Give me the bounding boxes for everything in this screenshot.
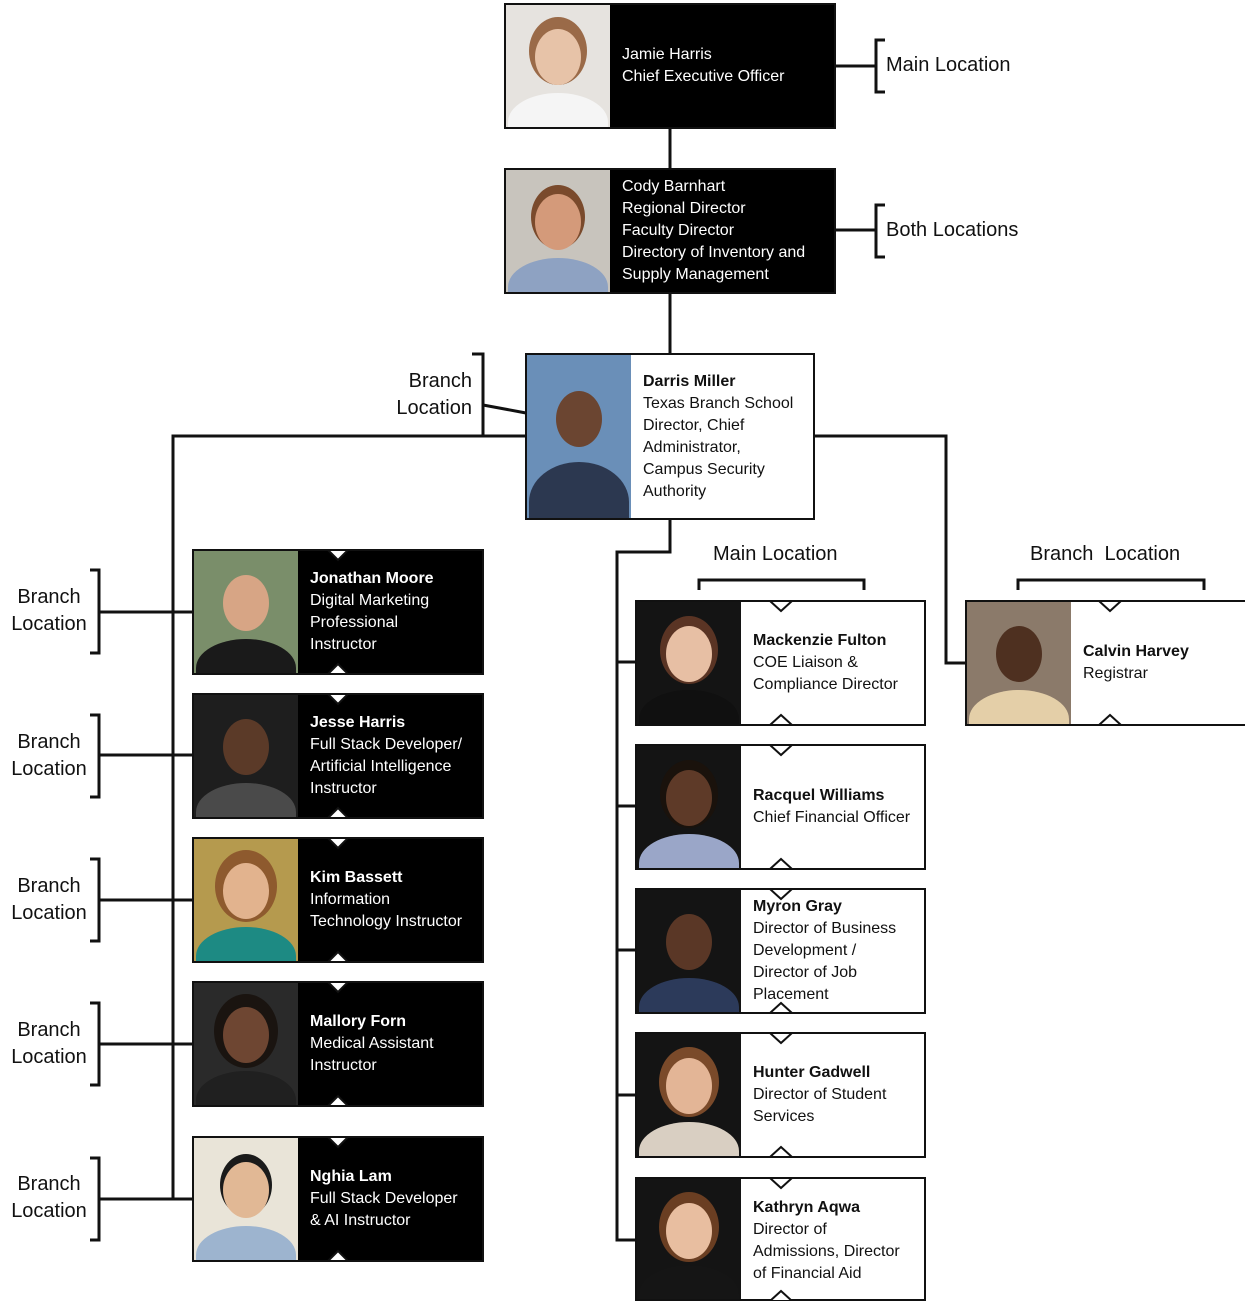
person-name: Kathryn Aqwa	[753, 1199, 860, 1216]
photo-mackenzie-fulton	[637, 602, 741, 724]
card-nghia-lam: Nghia Lam Full Stack Developer & AI Inst…	[192, 1136, 484, 1262]
location-tag-branch-darris: Branch Location	[396, 370, 472, 419]
card-cody-barnhart: Cody Barnhart Regional Director Faculty …	[504, 168, 836, 294]
person-name: Hunter Gadwell	[753, 1064, 871, 1081]
person-name: Mallory Forn	[310, 1013, 407, 1030]
card-racquel-williams: Racquel Williams Chief Financial Officer	[635, 744, 926, 870]
photo-cody-barnhart	[506, 170, 610, 292]
person-name: Nghia Lam	[310, 1168, 392, 1185]
card-jamie-harris: Jamie Harris Chief Executive Officer	[504, 3, 836, 129]
person-name: Kim Bassett	[310, 869, 403, 886]
photo-myron-gray	[637, 890, 741, 1012]
person-name: Jesse Harris	[310, 714, 406, 731]
photo-jesse-harris	[194, 695, 298, 817]
photo-jamie-harris	[506, 5, 610, 127]
location-tag-branch-mallory: Branch Location	[11, 1019, 87, 1068]
person-name: Jonathan Moore	[310, 570, 434, 587]
photo-calvin-harvey	[967, 602, 1071, 724]
photo-mallory-forn	[194, 983, 298, 1105]
person-name: Darris Miller	[643, 372, 736, 390]
person-name: Calvin Harvey	[1083, 643, 1189, 660]
person-title: Digital Marketing Professional Instructo…	[310, 592, 430, 653]
person-title: Full Stack Developer/ Artificial Intelli…	[310, 736, 463, 797]
person-title: Chief Financial Officer	[753, 809, 911, 826]
photo-jonathan-moore	[194, 551, 298, 673]
person-title: Director of Admissions, Director of Fina…	[753, 1221, 900, 1282]
person-title: COE Liaison & Compliance Director	[753, 654, 898, 693]
person-name: Myron Gray	[753, 898, 842, 915]
person-title: Registrar	[1083, 665, 1148, 682]
card-hunter-gadwell: Hunter Gadwell Director of Student Servi…	[635, 1032, 926, 1158]
photo-kathryn-aqwa	[637, 1179, 741, 1299]
location-tag-both: Both Locations	[886, 219, 1019, 241]
card-kim-bassett: Kim Bassett Information Technology Instr…	[192, 837, 484, 963]
person-title: Medical Assistant Instructor	[310, 1035, 434, 1074]
photo-hunter-gadwell	[637, 1034, 741, 1156]
card-darris-miller: Darris Miller Texas Branch School Direct…	[525, 353, 815, 520]
person-title: Director of Business Development / Direc…	[753, 920, 897, 1003]
person-title: Full Stack Developer & AI Instructor	[310, 1190, 458, 1229]
person-title: Regional Director Faculty Director Direc…	[622, 200, 806, 283]
card-myron-gray: Myron Gray Director of Business Developm…	[635, 888, 926, 1014]
location-tag-branch-nghia: Branch Location	[11, 1173, 87, 1222]
photo-nghia-lam	[194, 1138, 298, 1260]
location-tag-branch-kim: Branch Location	[11, 875, 87, 924]
card-calvin-harvey: Calvin Harvey Registrar	[965, 600, 1245, 726]
location-tag-main: Main Location	[886, 54, 1011, 76]
photo-kim-bassett	[194, 839, 298, 961]
person-title: Information Technology Instructor	[310, 891, 463, 930]
person-name: Cody Barnhart	[622, 178, 726, 195]
person-title: Chief Executive Officer	[622, 68, 785, 85]
card-mallory-forn: Mallory Forn Medical Assistant Instructo…	[192, 981, 484, 1107]
person-title: Director of Student Services	[753, 1086, 887, 1125]
group-tag-main-location: Main Location	[713, 543, 838, 565]
card-jesse-harris: Jesse Harris Full Stack Developer/ Artif…	[192, 693, 484, 819]
card-kathryn-aqwa: Kathryn Aqwa Director of Admissions, Dir…	[635, 1177, 926, 1301]
photo-racquel-williams	[637, 746, 741, 868]
person-name: Mackenzie Fulton	[753, 632, 887, 649]
card-jonathan-moore: Jonathan Moore Digital Marketing Profess…	[192, 549, 484, 675]
group-tag-branch-location: Branch Location	[1030, 543, 1181, 565]
photo-darris-miller	[527, 355, 631, 518]
card-mackenzie-fulton: Mackenzie Fulton COE Liaison & Complianc…	[635, 600, 926, 726]
location-tag-branch-jonathan: Branch Location	[11, 586, 87, 635]
person-name: Jamie Harris	[622, 46, 712, 63]
person-name: Racquel Williams	[753, 787, 885, 804]
location-tag-branch-jesse: Branch Location	[11, 731, 87, 780]
person-title: Texas Branch School Director, Chief Admi…	[643, 394, 794, 500]
